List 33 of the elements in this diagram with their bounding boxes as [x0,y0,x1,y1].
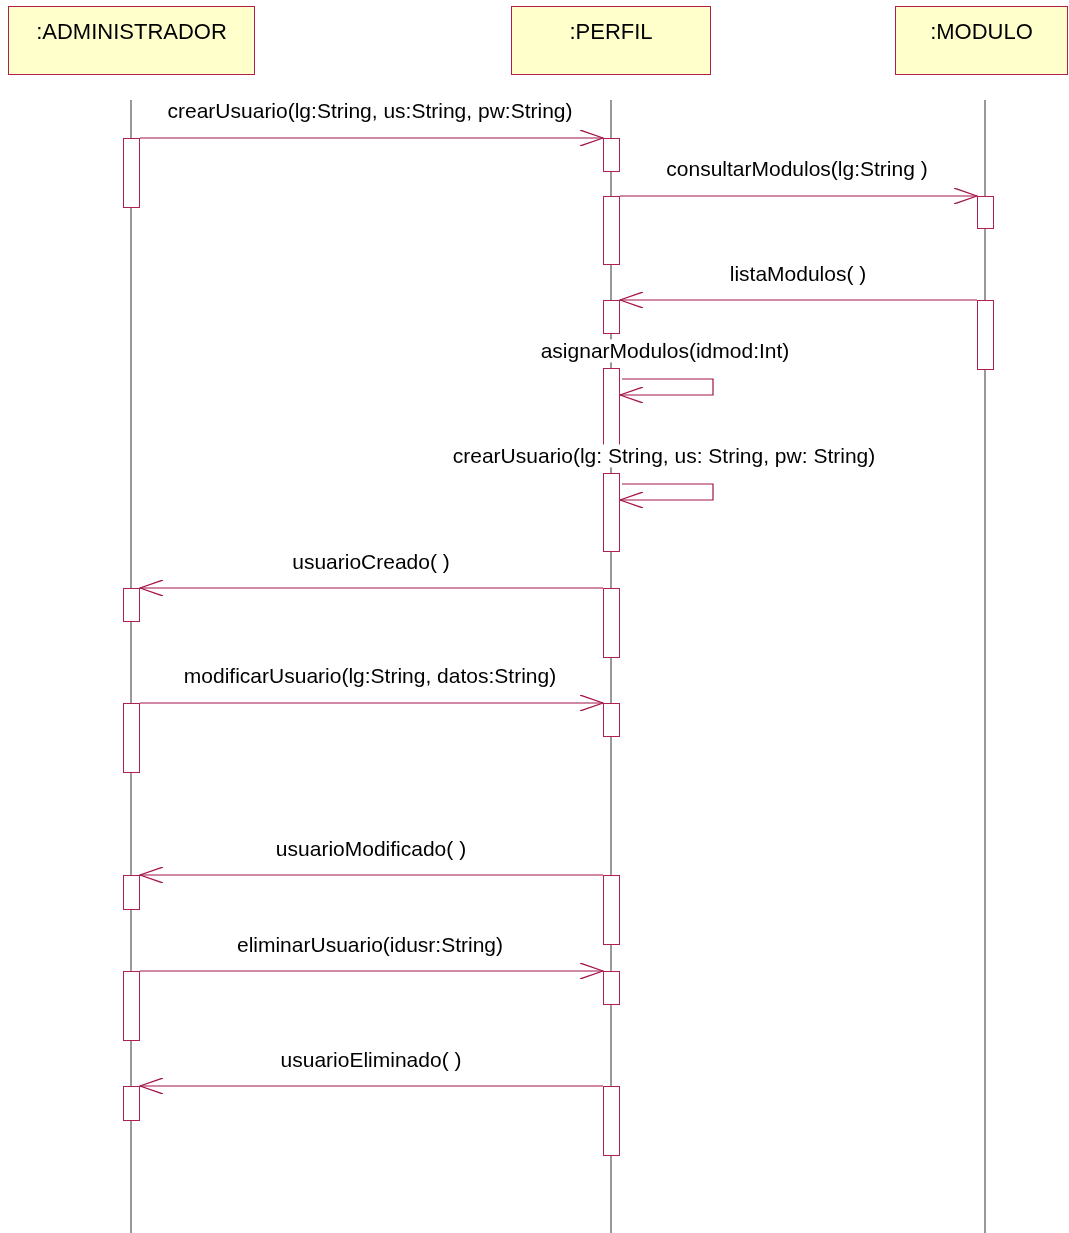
activation-bar [123,1086,140,1121]
message-arrow [139,962,604,980]
activation-bar [123,875,140,910]
activation-bar [123,703,140,773]
activation-bar [123,971,140,1041]
message-arrow [619,483,714,509]
activation-bar [123,138,140,208]
activation-bar [603,196,620,265]
message-arrow [619,187,978,205]
activation-bar [603,368,620,447]
message-arrow [619,291,978,309]
activation-bar [603,138,620,172]
lifeline-header: :MODULO [895,6,1068,75]
message-label: crearUsuario(lg: String, us: String, pw: String) [451,444,877,468]
lifeline-header: :PERFIL [511,6,711,75]
activation-bar [603,300,620,334]
message-arrow [139,1077,604,1095]
message-label: asignarModulos(idmod:Int) [539,339,791,363]
activation-bar [977,196,994,229]
activation-bar [977,300,994,370]
message-arrow [619,378,714,404]
activation-bar [603,588,620,658]
message-arrow [139,129,604,147]
activation-bar [603,1086,620,1156]
lifeline-header: :ADMINISTRADOR [8,6,255,75]
activation-bar [123,588,140,622]
activation-bar [603,473,620,552]
activation-bar [603,875,620,945]
activation-bar [603,971,620,1005]
activation-bar [603,703,620,737]
message-arrow [139,579,604,597]
message-arrow [139,866,604,884]
message-arrow [139,694,604,712]
